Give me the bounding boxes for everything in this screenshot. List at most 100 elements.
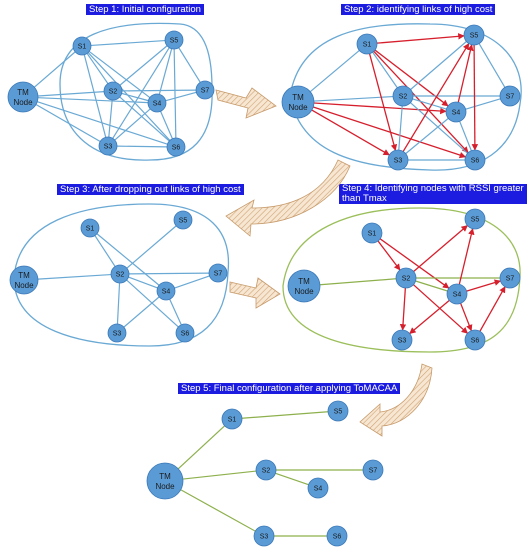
edge-step1-tm-s2 — [37, 90, 105, 97]
node-step1-s2: S2 — [103, 81, 123, 101]
edge-step1-s5-s6 — [173, 48, 177, 139]
node-label: S7 — [214, 271, 223, 278]
edge-step1-tm-s1 — [33, 51, 76, 88]
node-step3-s6: S6 — [175, 323, 195, 343]
node-step3-s7: S7 — [208, 263, 228, 283]
edge-step2-s3-s5 — [402, 42, 470, 152]
node-label: S5 — [471, 217, 480, 224]
edge-step3-s2-s7 — [128, 272, 210, 275]
edge-step1-s1-s5 — [90, 39, 166, 47]
node-step4-s1: S1 — [361, 222, 383, 244]
node-circle — [166, 137, 186, 157]
node-label: S5 — [470, 33, 479, 40]
nodes: TMNodeS1S2S3S4S5S6S7TMNodeS1S2S3S4S5S6S7… — [7, 24, 521, 547]
node-circle — [156, 281, 176, 301]
node-label: S3 — [113, 331, 122, 338]
edge-step2-s2-s4 — [412, 98, 447, 110]
node-label: S2 — [402, 276, 411, 283]
edge-step4-s2-s3 — [399, 287, 407, 331]
step-2-outline — [289, 23, 522, 171]
edge-step2-s4-s7 — [465, 98, 501, 110]
node-circle — [327, 400, 349, 422]
node-label: S2 — [116, 272, 125, 279]
node-circle — [253, 525, 275, 547]
edge-step1-tm-s4 — [37, 97, 149, 104]
node-circle — [281, 85, 315, 119]
edge-step4-tm-s2 — [319, 278, 397, 286]
edge-step3-s2-s3 — [116, 282, 121, 325]
edge-step1-s2-s4 — [121, 92, 149, 102]
node-circle — [255, 459, 277, 481]
node-circle — [387, 149, 409, 171]
node-circle — [175, 323, 195, 343]
node-step2-s4: S4 — [445, 101, 467, 123]
node-circle — [72, 36, 92, 56]
node-step4-s2: S2 — [395, 267, 417, 289]
node-circle — [392, 85, 414, 107]
node-step5-s1: S1 — [221, 408, 243, 430]
node-circle — [464, 208, 486, 230]
node-label: S1 — [86, 226, 95, 233]
tm-node-label-line2: Node — [14, 281, 34, 290]
edge-step2-s1-s2 — [372, 51, 398, 89]
edge-step4-s4-s5 — [458, 228, 475, 285]
edge-step5-tm-s1 — [177, 425, 226, 470]
edge-step4-s1-s4 — [379, 238, 450, 289]
step-3-title: Step 3: After dropping out links of high… — [57, 184, 244, 195]
edge-step2-s2-s3 — [398, 105, 403, 151]
node-circle — [146, 462, 184, 500]
node-circle — [147, 93, 167, 113]
node-circle — [9, 265, 39, 295]
edge-step3-tm-s2 — [37, 273, 112, 280]
node-circle — [499, 85, 521, 107]
node-circle — [164, 30, 184, 50]
node-label: S1 — [228, 417, 237, 424]
node-circle — [464, 149, 486, 171]
node-circle — [110, 264, 130, 284]
node-step3-s4: S4 — [156, 281, 176, 301]
edge-step1-s2-s7 — [121, 89, 197, 92]
node-circle — [287, 269, 321, 303]
node-circle — [395, 267, 417, 289]
node-step2-s2: S2 — [392, 85, 414, 107]
step-4-title: Step 4: Identifying nodes with RSSI grea… — [339, 184, 527, 204]
edge-step2-tm-s2 — [313, 95, 394, 102]
node-label: S6 — [471, 158, 480, 165]
node-label: S3 — [394, 158, 403, 165]
node-circle — [7, 81, 39, 113]
step-3-outline — [13, 203, 230, 347]
edge-step1-s1-s2 — [86, 53, 109, 84]
node-step4-s3: S3 — [391, 329, 413, 351]
node-step4-s6: S6 — [464, 329, 486, 351]
edge-step4-s1-s2 — [377, 240, 401, 271]
node-label: S7 — [201, 88, 210, 95]
edge-step1-s2-s6 — [119, 96, 170, 142]
edge-step2-s5-s7 — [478, 43, 506, 88]
edge-step4-s4-s6 — [460, 303, 473, 332]
step-1-title: Step 1: Initial configuration — [86, 4, 204, 15]
node-step1-s6: S6 — [166, 137, 186, 157]
edge-step1-s4-s7 — [165, 91, 197, 102]
edge-step2-s5-s6 — [471, 44, 479, 151]
arrow-step4-to-step5 — [359, 363, 433, 437]
node-step2-s1: S1 — [356, 33, 378, 55]
outlines — [13, 22, 522, 353]
node-step3-s2: S2 — [110, 264, 130, 284]
node-circle — [173, 210, 193, 230]
node-step1-s4: S4 — [147, 93, 167, 113]
step-5-title: Step 5: Final configuration after applyi… — [178, 383, 401, 394]
node-label: S5 — [334, 409, 343, 416]
edge-step3-s4-s7 — [174, 275, 210, 289]
node-step5-s2: S2 — [255, 459, 277, 481]
node-step3-s1: S1 — [80, 218, 100, 238]
node-step5-s3: S3 — [253, 525, 275, 547]
node-circle — [221, 408, 243, 430]
edge-step2-s1-s3 — [368, 53, 398, 151]
edge-step3-s1-s4 — [96, 233, 160, 286]
node-step5-s7: S7 — [362, 459, 384, 481]
edge-step3-s1-s2 — [94, 235, 116, 267]
